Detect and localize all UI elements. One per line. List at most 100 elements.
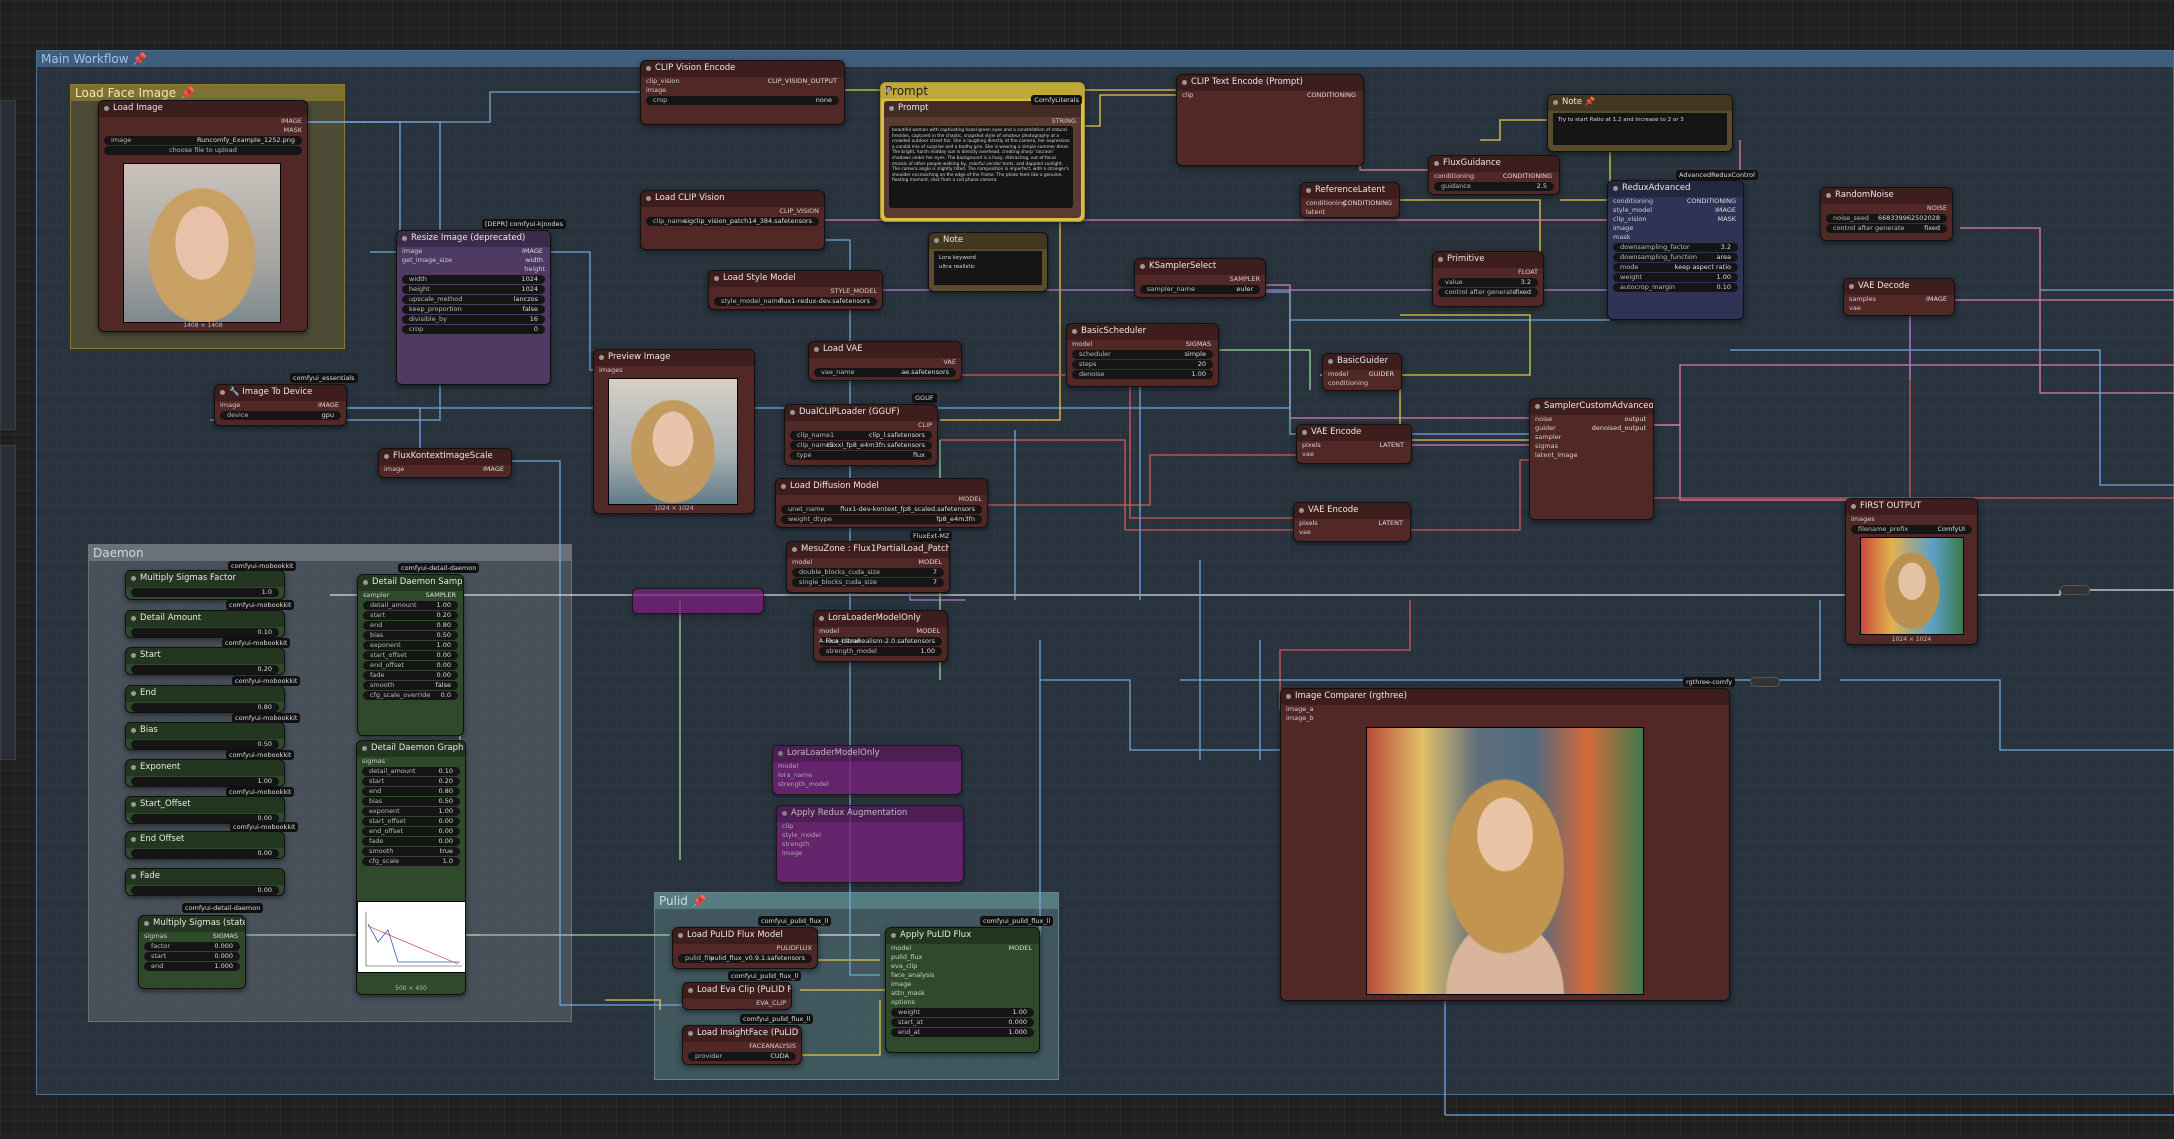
input-pulid-flux[interactable]: pulid_flux [891,953,923,961]
input-face-analysis[interactable]: face_analysis [891,971,935,979]
bypassed-row[interactable]: clip [782,822,794,830]
output-vae[interactable]: VAE [943,358,956,366]
multiply-sigmas-node[interactable]: Multiply Sigmas (stateless) sigmasSIGMAS… [138,915,246,989]
fade-slider[interactable]: 0.00 [131,886,279,895]
bias-node[interactable]: Bias 0.50 [125,722,285,750]
end-node[interactable]: End 0.80 [125,685,285,713]
detail-amount-slider[interactable]: 0.10 [131,628,279,637]
exponent-node[interactable]: Exponent 1.00 [125,759,285,787]
bypassed-node-3[interactable] [632,588,764,614]
input-options[interactable]: options [891,998,915,1006]
output-clip[interactable]: CLIP [918,421,932,429]
input-latent[interactable]: latent [1306,208,1326,216]
output-pulidflux[interactable]: PULIDFLUX [776,944,812,952]
image-comparer-node[interactable]: Image Comparer (rgthree) image_a image_b [1280,688,1730,1001]
bypassed-row[interactable]: strength_model [778,780,829,788]
load-pulid-flux-model-node[interactable]: Load PuLID Flux Model PULIDFLUX pulid_fi… [672,927,818,969]
upload-button[interactable]: choose file to upload [104,146,302,155]
input-sigmas[interactable]: sigmas [1535,442,1559,450]
side-panel-bottom[interactable] [0,445,16,760]
input-vae[interactable]: vae [1299,528,1311,536]
comparer-image[interactable] [1366,727,1644,995]
output-image[interactable]: IMAGE [280,117,302,125]
input-attn-mask[interactable]: attn_mask [891,989,925,997]
multiple-sigmas-factor-node[interactable]: Multiply Sigmas Factor 1.0 [125,570,285,600]
start-offset-node[interactable]: Start_Offset 0.00 [125,796,285,824]
output-faceanalysis[interactable]: FACEANALYSIS [749,1042,796,1050]
input-image[interactable]: image [1613,224,1634,232]
input-images[interactable]: images [1851,515,1875,523]
prompt-node[interactable]: Prompt Prompt STRING beautiful woman wit… [880,82,1085,222]
output-clip-vision[interactable]: CLIP_VISION [779,207,819,215]
bypassed-node-2[interactable]: Apply Redux Augmentation clip style_mode… [776,805,964,883]
output-height[interactable]: height [524,265,545,273]
output-noise[interactable]: NOISE [1926,204,1947,212]
output-model[interactable]: MODEL [958,495,982,503]
input-conditioning[interactable]: conditioning [1328,379,1369,387]
fade-node[interactable]: Fade 0.00 [125,868,285,896]
input-sigmas[interactable]: sigmas [362,757,386,765]
load-eva-clip-node[interactable]: Load Eva Clip (PuLID Flux) EVA_CLIP [682,982,792,1010]
